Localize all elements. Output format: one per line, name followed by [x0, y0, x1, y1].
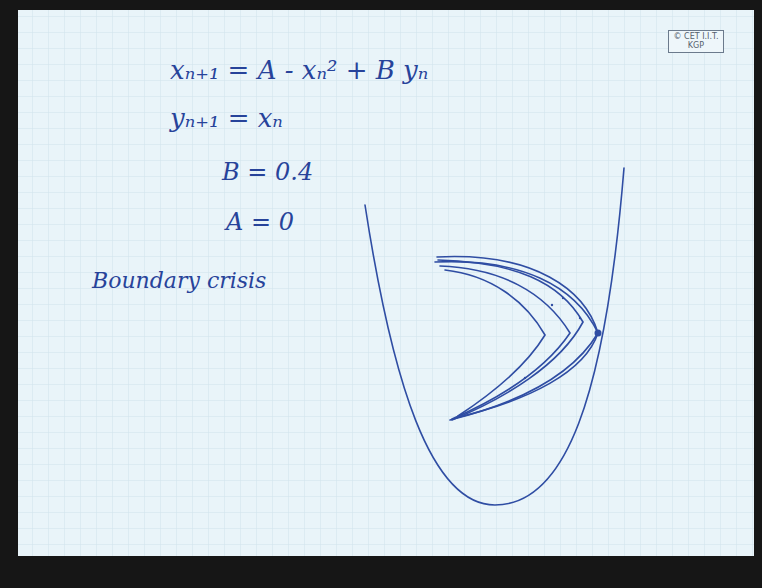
parameter: B = 0.4 — [222, 158, 313, 187]
parameter: A = 0 — [226, 208, 294, 237]
orbit-dot — [524, 377, 526, 379]
orbit-dot — [562, 297, 564, 299]
watermark-text: © CET I.I.T. KGP — [672, 32, 720, 50]
grid — [18, 10, 754, 556]
note: Boundary crisis — [92, 268, 266, 294]
attractor-arc — [445, 270, 545, 416]
attractor-arc — [438, 260, 583, 420]
equation: xₙ₊₁ = A - xₙ² + B yₙ — [170, 55, 428, 86]
equation: yₙ₊₁ = xₙ — [170, 103, 283, 134]
watermark-box: © CET I.I.T. KGP — [668, 30, 724, 53]
attractor-arc — [440, 266, 570, 419]
orbit-dot — [551, 304, 553, 306]
parabola-curve — [365, 168, 624, 505]
paper — [18, 10, 754, 556]
orbit-dot — [579, 317, 581, 319]
attractor-arc — [435, 262, 598, 420]
fixed-point — [595, 330, 602, 337]
